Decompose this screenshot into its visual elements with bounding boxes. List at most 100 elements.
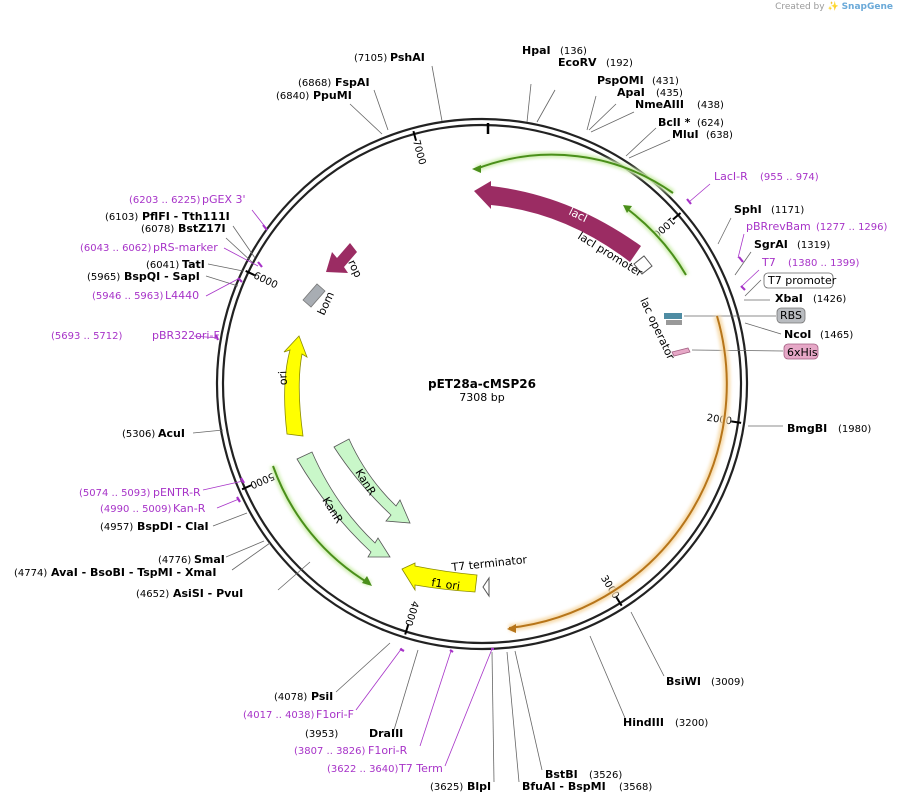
rop-label: rop (345, 258, 364, 280)
site-position: (6078) (141, 224, 174, 235)
site-name[interactable]: EcoRV (558, 56, 597, 69)
primer-position: (1277 .. 1296) (816, 222, 888, 233)
rbs-box (776, 307, 806, 324)
primer-tick (240, 477, 245, 484)
primer-position: (4017 .. 4038) (243, 710, 315, 721)
primer-name[interactable]: F1ori-R (368, 744, 408, 757)
site-name[interactable]: BstBI (545, 768, 578, 781)
primer-leader (737, 233, 745, 259)
snapgene-logo-icon: ✨ (827, 2, 839, 12)
primer-name[interactable]: pENTR-R (153, 486, 201, 499)
site-leader-lines (192, 65, 784, 783)
primer-leader (741, 269, 760, 287)
primer-leader (419, 650, 452, 747)
primer-name[interactable]: pBRrevBam (746, 220, 811, 233)
boxed-feature-rbs[interactable]: RBS (776, 307, 806, 324)
site-position: (3009) (711, 677, 744, 688)
primer-name[interactable]: pBR322ori-F (152, 329, 220, 342)
primer-name[interactable]: F1ori-F (316, 708, 354, 721)
site-name[interactable]: NmeAIII (635, 98, 684, 111)
primer-leader (193, 335, 219, 339)
site-leader (734, 251, 752, 276)
site-position: (6868) (298, 78, 331, 89)
promoter-arc-arrowhead (623, 205, 632, 213)
site-position: (3568) (619, 782, 652, 793)
laci-gene-arc (475, 153, 674, 194)
tick-label: 2000 (706, 413, 733, 428)
site-leader (207, 263, 244, 272)
laci-promoter-box (633, 255, 653, 275)
primer-leader (355, 647, 403, 711)
tick-label: 4000 (402, 600, 420, 628)
site-name[interactable]: BlpI (467, 780, 491, 793)
site-name[interactable]: PsiI (311, 690, 333, 703)
site-leader (393, 649, 419, 731)
primer-tick (686, 198, 692, 205)
cmsp26-arc (508, 315, 728, 629)
site-name[interactable]: PflFI - Tth111I (142, 210, 230, 223)
site-leader (212, 512, 248, 527)
t7-terminator-mark (482, 576, 490, 598)
primer-name[interactable]: Kan-R (173, 502, 206, 515)
site-leader (231, 542, 271, 571)
site-position: (192) (606, 58, 633, 69)
site-position: (6103) (105, 212, 138, 223)
primer-name[interactable]: LacI-R (714, 170, 748, 183)
site-name[interactable]: AvaI - BsoBI - TspMI - XmaI (51, 566, 216, 579)
primer-leader (223, 247, 259, 267)
site-name[interactable]: XbaI (775, 292, 803, 305)
site-name[interactable]: TatI (182, 258, 205, 271)
boxed-feature-t7-promoter[interactable]: T7 promoter (763, 272, 837, 289)
ori-arrow (283, 335, 308, 437)
boxed-feature-6xhis[interactable]: 6xHis (783, 343, 819, 360)
site-name[interactable]: FspAI (335, 76, 370, 89)
site-name[interactable]: BfuAI - BspMI (522, 780, 606, 793)
site-name[interactable]: SphI (734, 203, 762, 216)
site-name[interactable]: MluI (672, 128, 699, 141)
site-leader (588, 103, 617, 131)
watermark-prefix: Created by (775, 2, 825, 12)
site-name[interactable]: PshAI (390, 51, 425, 64)
site-name[interactable]: BspDI - ClaI (137, 520, 209, 533)
plasmid-length: 7308 bp (459, 391, 504, 404)
site-name[interactable]: PspOMI (597, 74, 644, 87)
primer-position: (3622 .. 3640) (327, 764, 399, 775)
site-name[interactable]: AsiSI - PvuI (173, 587, 243, 600)
tick-mark (245, 270, 256, 277)
primer-name[interactable]: T7 Term (398, 762, 443, 775)
primer-name[interactable]: L4440 (165, 289, 199, 302)
site-name[interactable]: BstZ17I (178, 222, 226, 235)
site-name[interactable]: BsiWI (666, 675, 701, 688)
site-position: (6041) (146, 260, 179, 271)
site-position: (6840) (276, 91, 309, 102)
primer-tick (236, 496, 241, 503)
site-name[interactable]: BmgBI (787, 422, 827, 435)
site-name[interactable]: NcoI (784, 328, 811, 341)
site-name[interactable]: AcuI (158, 427, 185, 440)
primer-position: (5074 .. 5093) (79, 488, 151, 499)
site-name[interactable]: SmaI (194, 553, 225, 566)
site-name[interactable]: BspQI - SapI (124, 270, 200, 283)
backbone-inner-ring (221, 123, 743, 645)
site-leader (335, 642, 391, 693)
site-position: (435) (656, 88, 683, 99)
primer-name[interactable]: T7 (761, 256, 776, 269)
site-name[interactable]: BclI * (658, 116, 691, 129)
cmsp26-arrowhead (507, 624, 516, 633)
primer-position: (1380 .. 1399) (788, 258, 860, 269)
primer-position: (955 .. 974) (760, 172, 819, 183)
site-leader (744, 322, 782, 335)
laci-feature[interactable]: lacI (474, 181, 641, 262)
site-name[interactable]: DraIII (369, 727, 403, 740)
site-name[interactable]: HindIII (623, 716, 664, 729)
primer-name[interactable]: pGEX 3' (202, 193, 246, 206)
site-name[interactable]: SgrAI (754, 238, 788, 251)
primer-name[interactable]: pRS-marker (153, 241, 218, 254)
tick-mark (241, 484, 252, 491)
primer-leader (205, 278, 239, 297)
site-name[interactable]: PpuMI (313, 89, 352, 102)
tick-mark (615, 596, 623, 607)
site-name[interactable]: ApaI (617, 86, 645, 99)
t7-promoter-box (763, 272, 834, 289)
site-name[interactable]: HpaI (522, 44, 551, 57)
